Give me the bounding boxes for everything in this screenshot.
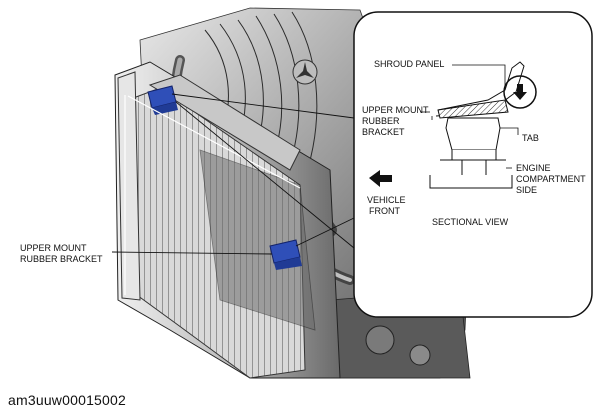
- left-upper-mount-label-line2: RUBBER BRACKET: [20, 254, 103, 264]
- tab-label: TAB: [522, 133, 539, 143]
- emblem-icon: [292, 59, 318, 85]
- mount-body-section: [429, 117, 513, 189]
- engine-compartment-label-line3: SIDE: [516, 185, 537, 195]
- upper-mount-bracket-bottom: [269, 239, 302, 270]
- sectional-view-label: SECTIONAL VIEW: [432, 217, 509, 227]
- sectional-view-callout: SHROUD PANEL UPPER MOUNT RUBBER BRACKET …: [353, 11, 593, 318]
- upper-mount-label-line1: UPPER MOUNT: [362, 105, 429, 115]
- engine-compartment-label-line2: COMPARTMENT: [516, 174, 586, 184]
- radiator-assembly: [114, 61, 341, 379]
- arrow-down-icon: [513, 84, 527, 100]
- engine-compartment-label-line1: ENGINE: [516, 163, 551, 173]
- upper-mount-label-line2: RUBBER: [362, 116, 400, 126]
- upper-mount-label-line3: BRACKET: [362, 127, 405, 137]
- tab-detail-circle: [503, 75, 537, 109]
- callout-leader-lines: [111, 93, 355, 255]
- shroud-panel-label: SHROUD PANEL: [374, 59, 444, 69]
- fan-shroud: [199, 149, 316, 331]
- radiator-side-tank: [117, 71, 141, 301]
- rubber-bracket-section: [437, 99, 509, 119]
- label-leaders: [420, 64, 519, 169]
- vehicle-front-label-line2: FRONT: [369, 206, 400, 216]
- left-upper-mount-label-line1: UPPER MOUNT: [20, 243, 87, 253]
- radiator-top-tank: [148, 74, 301, 171]
- figure-caption: am3uuw00015002: [8, 392, 127, 408]
- vehicle-front-label-line1: VEHICLE: [367, 195, 406, 205]
- callout-frame: [353, 11, 593, 318]
- vehicle-front-arrow-icon: [369, 170, 392, 187]
- frame-outline: [124, 95, 301, 295]
